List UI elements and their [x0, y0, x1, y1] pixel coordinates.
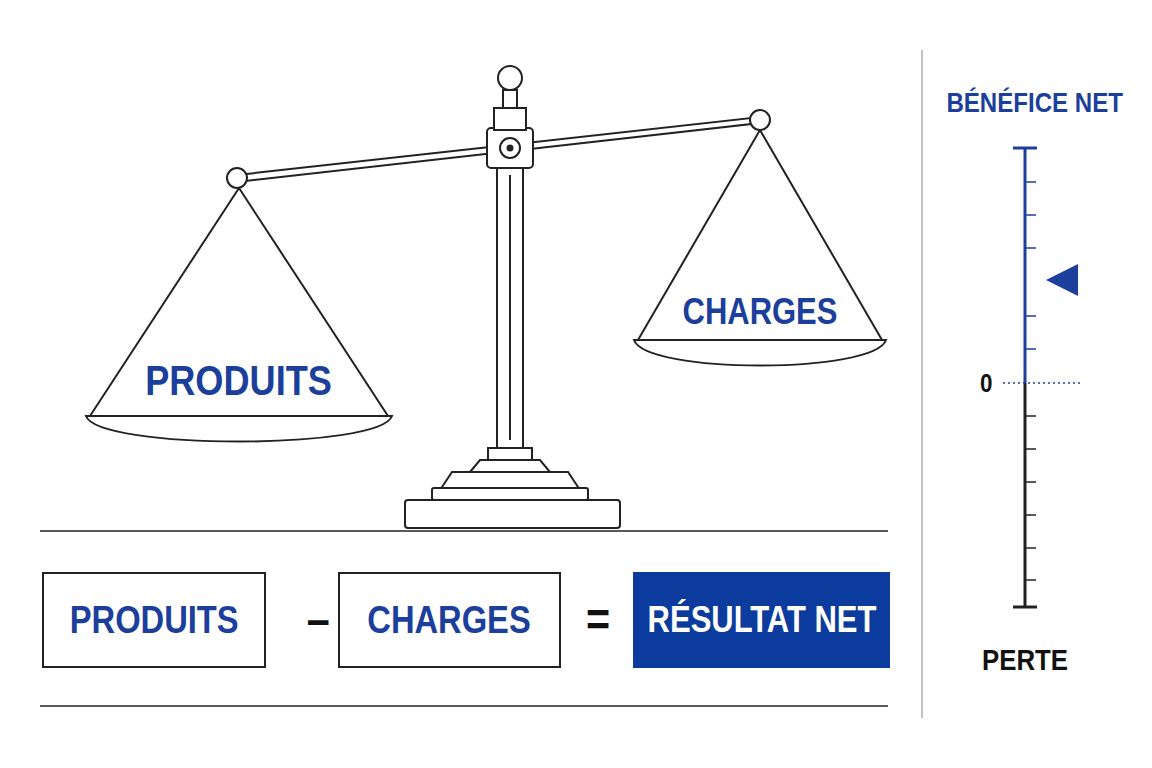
rule-line	[40, 530, 888, 532]
scale-beam	[227, 108, 770, 188]
scale-pan-products: PRODUITS	[84, 176, 394, 452]
equation-box: PRODUITS	[42, 572, 266, 668]
label-text: =	[586, 596, 610, 644]
equals-sign: =	[584, 596, 612, 644]
equation-box: CHARGES	[338, 572, 561, 668]
node-label: CHARGES	[368, 601, 531, 639]
divider-line	[921, 50, 922, 718]
result-box: RÉSULTAT NET	[633, 572, 890, 668]
label-text: 0	[980, 370, 992, 396]
scale-pan-charges: CHARGES	[632, 118, 888, 376]
node-label: PRODUITS	[70, 601, 239, 639]
label-text: BÉNÉFICE NET	[947, 89, 1124, 117]
label-text: –	[307, 596, 330, 644]
node-label: PRODUITS	[146, 360, 333, 402]
result-gauge	[1003, 148, 1080, 607]
gauge-top-label: BÉNÉFICE NET	[932, 89, 1137, 117]
pan-outline	[84, 176, 394, 452]
minus-sign: –	[305, 596, 332, 644]
node-label: CHARGES	[683, 294, 838, 330]
rule-line	[40, 705, 888, 707]
node-label: RÉSULTAT NET	[647, 602, 876, 638]
label-text: PERTE	[982, 645, 1068, 675]
pan-outline	[632, 118, 888, 376]
gauge-bottom-label: PERTE	[975, 645, 1075, 675]
zero-mark: 0	[979, 370, 993, 396]
